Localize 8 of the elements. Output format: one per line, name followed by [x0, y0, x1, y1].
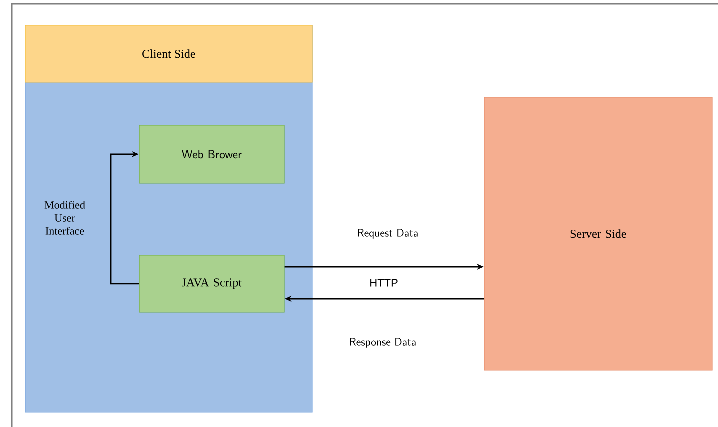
server-box: Server Side: [484, 97, 713, 371]
protocol-label: HTTP: [370, 279, 398, 287]
edge-label: Modified User Interface: [44, 201, 86, 235]
edge-label: Request Data: [358, 229, 418, 239]
process-box: Web Brower: [139, 125, 285, 184]
process-box: JAVA Script: [139, 255, 285, 313]
edge-label: Response Data: [350, 338, 416, 348]
arrow: [110, 151, 139, 285]
